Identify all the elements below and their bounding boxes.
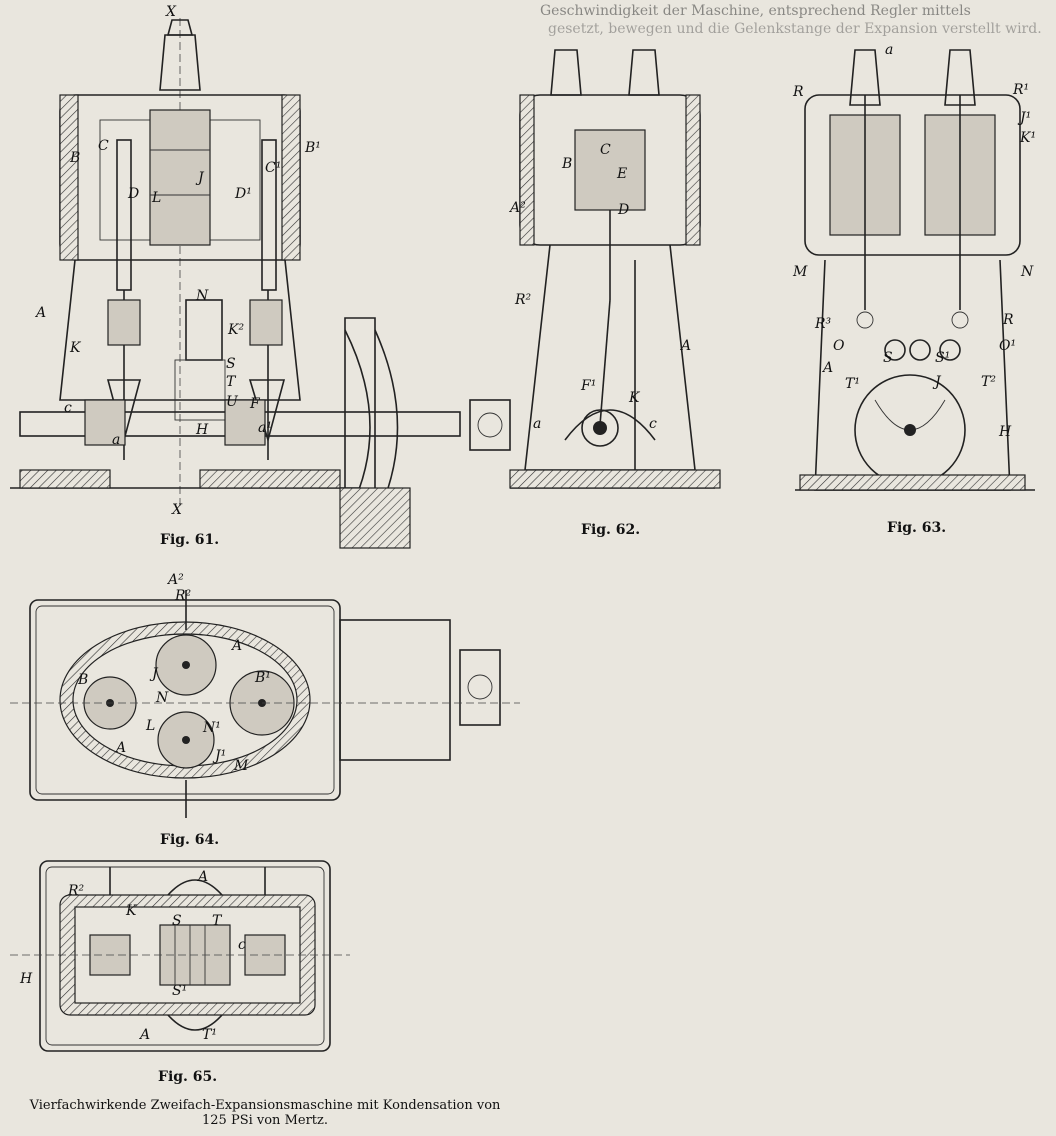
label-R1: R¹	[1013, 82, 1030, 98]
label-B: B	[78, 672, 89, 688]
label-A-bottom: A	[140, 1027, 151, 1043]
label-T1: T¹	[845, 376, 860, 392]
label-S: S	[226, 356, 236, 372]
figure-64: A² R² A J B¹ B N L N¹ J¹ A M Fig. 64.	[0, 570, 530, 860]
label-L: L	[152, 190, 162, 206]
label-A2: A²	[510, 200, 526, 216]
label-A-bottom: A	[116, 740, 127, 756]
label-A: A	[823, 360, 834, 376]
label-C1: C¹	[265, 160, 282, 176]
label-S: S	[883, 350, 893, 366]
figure-63: a R R¹ J¹ K¹ M N R³ R O O¹ A S S¹ T¹ T² …	[785, 20, 1056, 550]
figure-61-drawing	[10, 18, 511, 549]
label-a: a	[885, 42, 894, 58]
label-R3: R³	[815, 316, 832, 332]
label-B: B	[70, 150, 81, 166]
label-K2: K²	[228, 322, 245, 338]
label-H: H	[196, 422, 209, 438]
label-a: a	[112, 432, 121, 448]
label-U: U	[226, 394, 238, 410]
label-J1: J¹	[215, 748, 227, 764]
label-R-top: R	[793, 84, 804, 100]
label-L: L	[146, 718, 156, 734]
label-M: M	[793, 264, 808, 280]
label-D: D	[618, 202, 630, 218]
figure-65-drawing	[10, 860, 350, 1052]
label-B: B	[562, 156, 573, 172]
figure-61: X B C D J D¹ C¹ B¹ L A K N K² S T U F H …	[0, 0, 520, 560]
figure-64-drawing	[10, 590, 520, 818]
label-K: K	[629, 390, 640, 406]
label-J: J	[152, 666, 158, 682]
label-M: M	[234, 758, 249, 774]
label-a: a	[533, 416, 542, 432]
label-O1: O¹	[999, 338, 1017, 354]
label-R2: R²	[515, 292, 532, 308]
figure-63-drawing	[795, 49, 1035, 491]
label-N: N	[1021, 264, 1034, 280]
label-T: T	[226, 374, 236, 390]
figure-62-caption: Fig. 62.	[581, 522, 641, 538]
label-a1: a¹	[258, 420, 272, 436]
label-C: C	[600, 142, 611, 158]
background-text-top-left: gesetzt, bewegen und die Gelenkstange de…	[548, 21, 1042, 37]
label-T2: T²	[981, 374, 996, 390]
label-N1: N¹	[203, 720, 221, 736]
figure-63-caption: Fig. 63.	[887, 520, 947, 536]
label-A-top: A	[232, 638, 243, 654]
label-R-mid: R	[1003, 312, 1014, 328]
label-B1: B¹	[255, 670, 271, 686]
label-A: A	[36, 305, 47, 321]
label-F1: F¹	[581, 378, 597, 394]
label-A: A	[681, 338, 692, 354]
label-J1: J¹	[1020, 110, 1032, 126]
label-H: H	[20, 971, 33, 987]
background-text-top: Geschwindigkeit der Maschine, entspreche…	[540, 3, 971, 19]
figure-65: R² A K S S¹ T H A T¹ c Fig. 65.	[0, 855, 530, 1095]
label-c: c	[64, 400, 72, 416]
label-D: D	[128, 186, 140, 202]
label-K: K	[70, 340, 81, 356]
label-B1: B¹	[305, 140, 321, 156]
label-K: K	[126, 903, 137, 919]
label-D1: D¹	[235, 186, 252, 202]
figure-65-caption: Fig. 65.	[158, 1069, 218, 1085]
label-C: C	[98, 138, 109, 154]
main-caption-line1: Vierfachwirkende Zweifach-Expansionsmasc…	[29, 1098, 501, 1113]
label-R2: R²	[175, 588, 192, 604]
label-T1: T¹	[202, 1027, 217, 1043]
label-N: N	[196, 288, 209, 304]
label-F: F	[250, 396, 260, 412]
label-J: J	[198, 170, 204, 186]
label-X-top: X	[166, 4, 176, 20]
label-O: O	[833, 338, 845, 354]
figure-62: B C E D A² R² A F¹ K a c Fig. 62.	[505, 0, 790, 560]
main-caption: Vierfachwirkende Zweifach-Expansionsmasc…	[0, 1098, 530, 1128]
label-S1: S¹	[935, 350, 951, 366]
label-S1: S¹	[172, 983, 188, 999]
label-E: E	[617, 166, 628, 182]
label-S: S	[172, 913, 182, 929]
label-X-bottom: X	[172, 502, 182, 518]
label-A-top: A	[198, 869, 209, 885]
label-c: c	[238, 937, 246, 953]
label-H: H	[999, 424, 1012, 440]
label-N: N	[156, 690, 169, 706]
label-T: T	[212, 913, 222, 929]
main-caption-line2: 125 PSi von Mertz.	[202, 1113, 328, 1128]
label-R2: R²	[68, 883, 85, 899]
figure-62-drawing	[509, 49, 721, 489]
label-c: c	[649, 416, 657, 432]
figure-64-caption: Fig. 64.	[160, 832, 220, 848]
label-K1: K¹	[1020, 130, 1037, 146]
figure-61-caption: Fig. 61.	[160, 532, 220, 548]
label-A2: A²	[168, 572, 184, 588]
label-J: J	[935, 374, 941, 390]
